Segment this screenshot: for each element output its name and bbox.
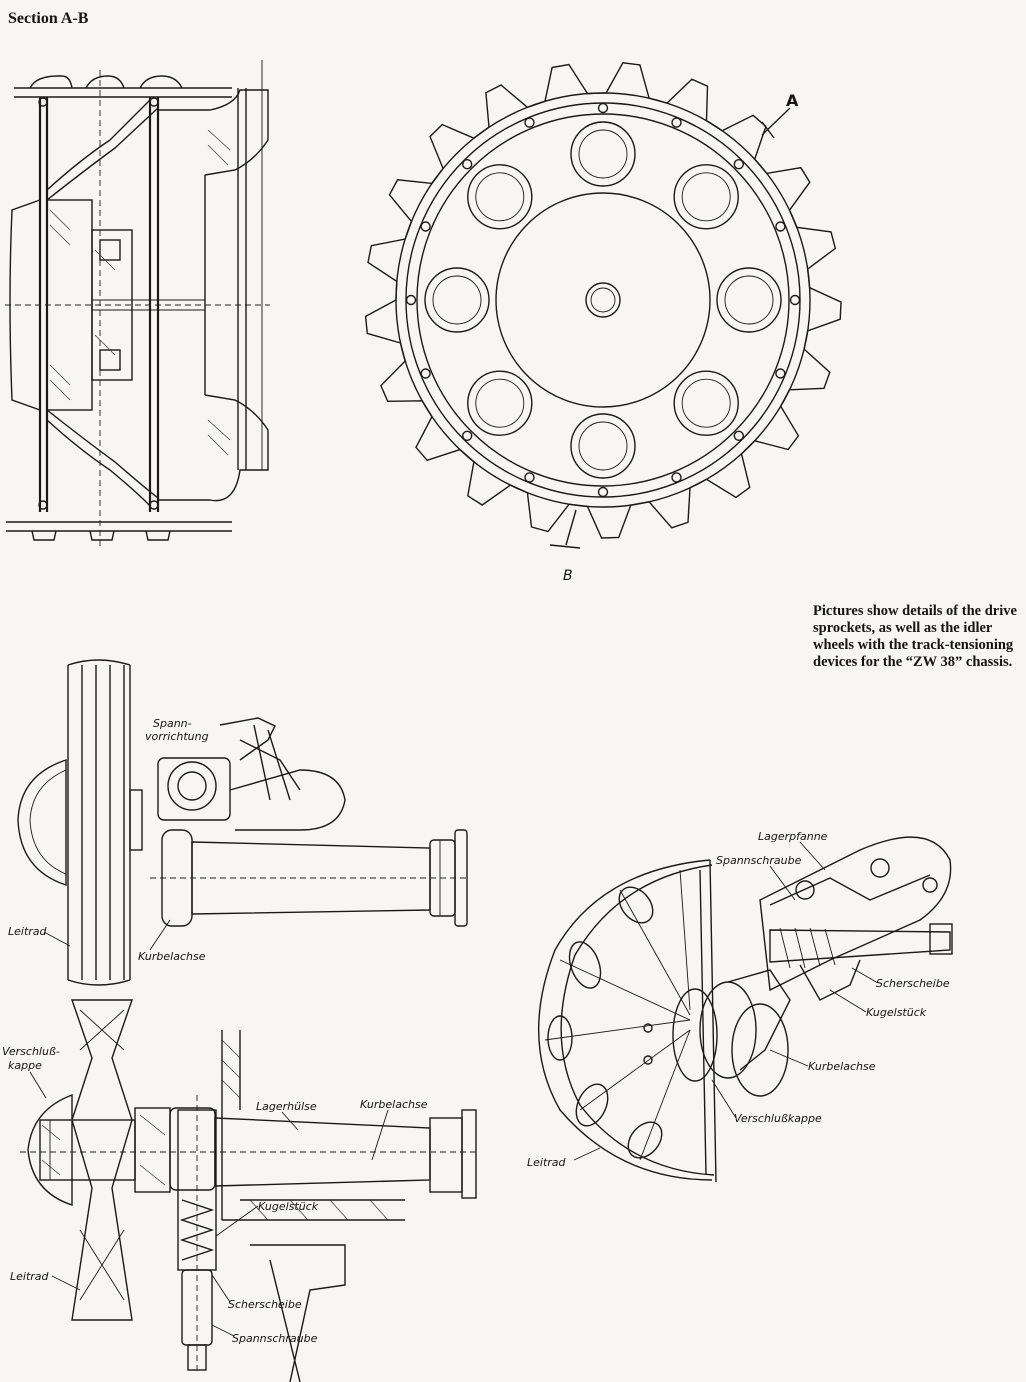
- rim-bolt: [775, 221, 786, 232]
- lightening-hole: [681, 378, 731, 428]
- idler-side-view: Spann- vorrichtung Leitrad Kurbelachse: [8, 659, 470, 986]
- rim-bolt: [671, 117, 682, 128]
- rim-bolt: [420, 221, 431, 232]
- idler-perspective-view: Lagerpfanne Spannschraube Scherscheibe K…: [527, 830, 953, 1183]
- rim-bolt: [597, 102, 609, 114]
- label-spann: Spann-: [153, 717, 192, 730]
- figure-caption: Pictures show details of the drive sproc…: [813, 603, 1017, 670]
- lightening-hole: [578, 129, 628, 179]
- rim-bolt: [597, 486, 609, 498]
- label-lagerpfanne: Lagerpfanne: [758, 830, 828, 843]
- label-kappe: kappe: [8, 1059, 42, 1072]
- tooth-profile-top-3: [139, 75, 183, 89]
- lightening-hole: [570, 413, 636, 479]
- lightening-hole: [467, 164, 533, 230]
- label-lagerhuelse: Lagerhülse: [256, 1100, 317, 1113]
- section-ab-drawing: [5, 60, 270, 550]
- label-leitrad-section: Leitrad: [10, 1270, 50, 1283]
- idler-section-view: Verschluß- kappe Lagerhülse Kurbelachse …: [2, 999, 480, 1382]
- lightening-hole: [681, 172, 731, 222]
- label-scherscheibe-persp: Scherscheibe: [876, 977, 950, 990]
- rim-bolts: [405, 102, 801, 498]
- label-spannschraube-section: Spannschraube: [232, 1332, 318, 1345]
- section-mark-a: A: [786, 91, 799, 110]
- label-kugelstueck-persp: Kugelstück: [866, 1006, 927, 1019]
- label-kurbelachse-side: Kurbelachse: [138, 950, 206, 963]
- lightening-hole: [467, 370, 533, 436]
- rim-bolt: [733, 158, 744, 170]
- lightening-hole: [578, 421, 628, 471]
- label-kugelstueck-section: Kugelstück: [258, 1200, 319, 1213]
- label-spannschraube-persp: Spannschraube: [716, 854, 802, 867]
- label-verschluss: Verschluß-: [2, 1045, 60, 1058]
- section-mark-b: B: [563, 568, 573, 584]
- label-kurbelachse-section: Kurbelachse: [360, 1098, 428, 1111]
- rim-bolt: [462, 430, 473, 441]
- label-leitrad-persp: Leitrad: [527, 1156, 567, 1169]
- rim-bolt: [420, 368, 431, 379]
- rim-bolt: [789, 294, 801, 306]
- lightening-holes: [424, 121, 782, 479]
- label-vorrichtung: vorrichtung: [145, 730, 209, 743]
- label-leitrad-side: Leitrad: [8, 925, 48, 938]
- rim-bolt: [733, 430, 744, 441]
- rim-bolt: [671, 472, 682, 483]
- sprocket-hub-disc: [495, 192, 711, 408]
- tooth-profile-top-1: [29, 75, 73, 89]
- lightening-hole: [673, 370, 739, 436]
- sprocket-center-bore: [585, 282, 621, 318]
- lightening-hole: [673, 164, 739, 230]
- label-verschlusskappe-persp: Verschlußkappe: [734, 1112, 822, 1125]
- rim-bolt: [775, 368, 786, 379]
- tooth-profile-top-2: [85, 75, 125, 89]
- rim-bolt: [405, 294, 417, 306]
- lightening-hole: [724, 275, 774, 325]
- lightening-hole: [475, 378, 525, 428]
- lightening-hole: [424, 267, 490, 333]
- rim-bolt: [524, 117, 535, 128]
- lightening-hole: [432, 275, 482, 325]
- lightening-hole: [475, 172, 525, 222]
- rim-bolt: [462, 158, 473, 170]
- lightening-hole: [716, 267, 782, 333]
- sprocket-teeth-outline: [364, 62, 842, 539]
- drive-sprocket: A B: [364, 62, 842, 584]
- label-scherscheibe-section: Scherscheibe: [228, 1298, 302, 1311]
- label-kurbelachse-persp: Kurbelachse: [808, 1060, 876, 1073]
- rim-bolt: [524, 472, 535, 483]
- lightening-hole: [570, 121, 636, 187]
- section-title: Section A-B: [8, 10, 89, 27]
